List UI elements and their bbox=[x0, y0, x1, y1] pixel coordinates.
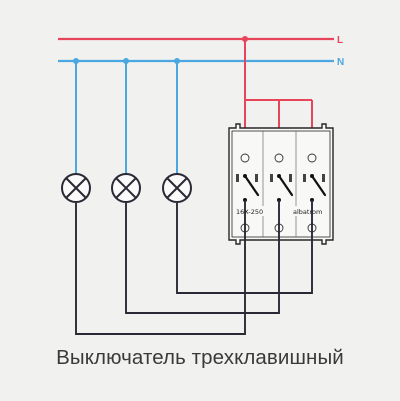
neutral-junction-2 bbox=[123, 58, 129, 64]
module-marking-right: albatrom bbox=[293, 208, 322, 216]
return-wire-2 bbox=[125, 200, 280, 314]
return-wire-3 bbox=[176, 200, 313, 294]
diagram-caption: Выключатель трехклавишный bbox=[56, 346, 344, 369]
neutral-junction-3 bbox=[174, 58, 180, 64]
phase-label: L bbox=[337, 35, 343, 46]
module-marking-left: 16X-250 bbox=[236, 208, 263, 216]
neutral-junction-1 bbox=[73, 58, 79, 64]
lamp-2-icon bbox=[111, 173, 141, 203]
lamp-1-icon bbox=[61, 173, 91, 203]
lamp-3-icon bbox=[162, 173, 192, 203]
neutral-label: N bbox=[337, 57, 344, 68]
phase-junction bbox=[242, 36, 248, 42]
return-wire-1 bbox=[75, 200, 246, 335]
triple-switch-module: 16X-250 albatrom bbox=[228, 123, 334, 245]
